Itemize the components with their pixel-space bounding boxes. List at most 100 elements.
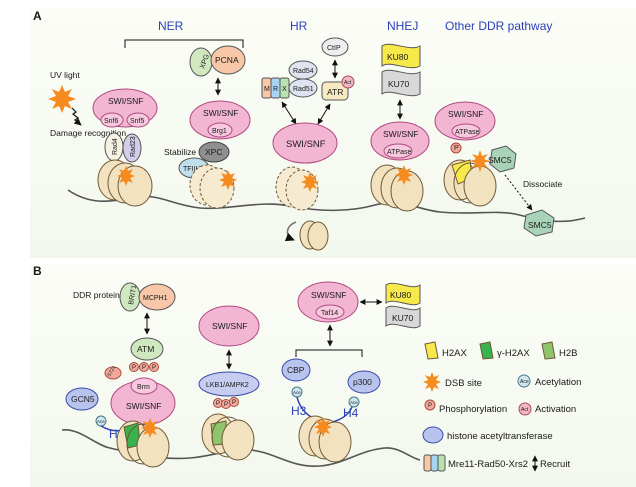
swisnf-ner-right	[189, 100, 251, 140]
gcn5-label: GCN5	[71, 394, 95, 404]
lkb1-ampk2-complex	[198, 371, 260, 397]
xpg-label: XPG	[199, 53, 211, 69]
dsb-legend-icon	[423, 372, 441, 392]
ace-label: Ace	[293, 390, 301, 395]
dsb-site-icon	[470, 150, 490, 172]
pcna-protein	[210, 45, 246, 75]
pcna-label: PCNA	[215, 55, 239, 65]
rad23-label: Rad23	[130, 136, 137, 157]
dsb-site-icon	[395, 165, 413, 185]
h3-label-b3: H3	[291, 404, 307, 418]
nucleosome-b2	[201, 413, 255, 461]
phospho-legend-icon-label: P	[428, 403, 432, 409]
panel-b-label: B	[33, 264, 42, 278]
legend-phosphorylation: Phosphorylation	[439, 404, 507, 415]
mrx-r-label: R	[273, 86, 278, 93]
atm-protein	[130, 337, 164, 361]
swisnf-b3-label: SWI/SNF	[311, 290, 346, 300]
swisnf-b2	[198, 305, 260, 347]
ctip-protein	[321, 37, 349, 57]
phospho-icon	[450, 142, 462, 154]
arrow-mrx-to-hr	[281, 101, 297, 125]
p300-label: p300	[353, 377, 372, 387]
h4-tail-b3	[331, 406, 353, 423]
gcn5-hat	[65, 387, 99, 411]
ku80-protein-b	[385, 282, 421, 306]
s721-badge-icon	[104, 366, 122, 380]
snf6-subunit	[100, 112, 124, 128]
phospho-label: P	[142, 365, 146, 371]
mcph1-protein	[138, 283, 176, 311]
phospho-legend-icon	[424, 399, 436, 411]
brg1-label: Brg1	[212, 128, 227, 135]
ku70-label: KU70	[388, 79, 410, 89]
legend-hat: histone acetyltransferase	[447, 431, 553, 442]
ddr-protein-label: DDR protein	[73, 290, 120, 300]
ku80-label-b: KU80	[390, 290, 412, 300]
h4-label-b3: H4	[343, 406, 359, 420]
brm-subunit	[130, 377, 158, 395]
arrow-atr-to-hr	[317, 103, 331, 125]
dsb-site-icon	[117, 166, 135, 186]
legend-activation: Activation	[535, 404, 576, 415]
phospho-icon	[139, 362, 149, 372]
dissociate-label: Dissociate	[523, 179, 562, 189]
curved-arrow-icon	[284, 221, 297, 242]
rad51-label: Rad51	[293, 86, 314, 93]
rad54-label: Rad54	[293, 68, 314, 75]
taf14-label: Taf14	[321, 310, 338, 317]
ku70-protein-b	[385, 305, 421, 329]
atpase-subunit-other	[451, 123, 481, 139]
tfiih-label: TFIIH	[183, 166, 201, 173]
act-badge-label: Act	[344, 80, 352, 86]
damage-recognition-label: Damage recognition	[50, 128, 126, 138]
dsb-site-icon	[219, 170, 237, 190]
xpc-label: XPC	[205, 147, 222, 157]
swisnf-nhej-label: SWI/SNF	[383, 129, 418, 139]
taf14-subunit	[315, 304, 345, 320]
atr-label: ATR	[327, 87, 343, 97]
hat-bracket	[295, 349, 363, 357]
rad51-protein	[288, 78, 318, 98]
panel-a-label: A	[33, 9, 42, 23]
swisnf-ner-right-label: SWI/SNF	[203, 108, 238, 118]
lkb1-label: LKB1/AMPK2	[206, 382, 249, 389]
ku80-protein	[381, 43, 421, 69]
cbp-label: CBP	[287, 365, 305, 375]
ace-icon	[348, 396, 360, 408]
dissociate-arrow	[504, 174, 533, 211]
mrx-x-label: X	[282, 86, 287, 93]
nucleosome-a3-evicted	[299, 220, 329, 251]
act-legend-icon	[518, 402, 532, 416]
ku70-protein	[381, 69, 421, 97]
header-other: Other DDR pathway	[445, 19, 552, 33]
smc5-label-bound: SMC5	[488, 155, 512, 165]
s721-label: S721	[107, 365, 118, 378]
phospho-label: P	[132, 365, 136, 371]
swisnf-hr-label: SWI/SNF	[286, 139, 326, 150]
atm-label: ATM	[137, 344, 154, 354]
swisnf-b1-label: SWI/SNF	[126, 401, 161, 411]
mrx-legend-icon	[423, 454, 446, 472]
swisnf-b2-label: SWI/SNF	[212, 321, 247, 331]
swisnf-ner-left-label: SWI/SNF	[108, 96, 143, 106]
uv-ray-icon	[71, 107, 82, 126]
phospho-icon	[149, 362, 159, 372]
rad23-protein	[122, 133, 142, 163]
phospho-icon	[129, 362, 139, 372]
phospho-label: P	[216, 401, 220, 407]
header-ner: NER	[158, 19, 184, 33]
snf5-label: Snf5	[130, 118, 145, 125]
ctip-label: CtIP	[327, 45, 341, 52]
smc5-protein-free	[523, 209, 555, 237]
uv-burst-icon	[48, 85, 76, 113]
legend-mrx: Mre11-Rad50-Xrs2	[448, 459, 528, 470]
snf6-label: Snf6	[104, 118, 119, 125]
phospho-icon	[229, 397, 239, 407]
phospho-label: P	[454, 145, 459, 152]
atpase-label-other: ATPase	[455, 129, 479, 136]
legend-h2b: H2B	[559, 348, 577, 359]
phospho-label: P	[152, 365, 156, 371]
ace-legend-icon-label: Ace	[520, 379, 529, 385]
smc5-protein-bound	[489, 145, 517, 173]
